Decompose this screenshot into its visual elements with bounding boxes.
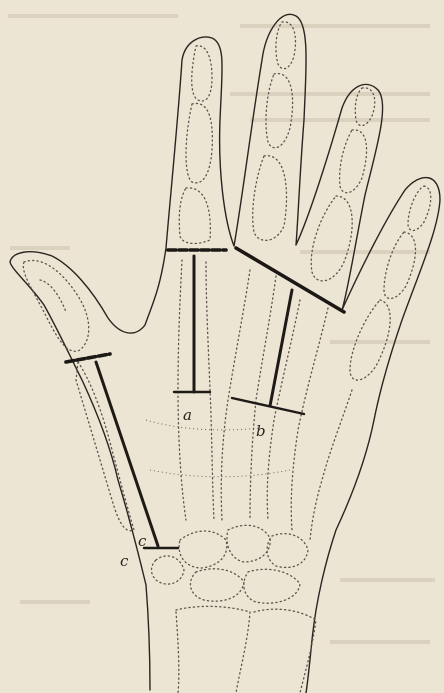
measure-line-c — [96, 362, 158, 546]
label-a: a — [183, 406, 192, 424]
label-c: c — [138, 532, 147, 550]
measurement-b: b — [232, 290, 304, 440]
tick-b — [232, 398, 304, 414]
measure-line-b — [270, 290, 292, 406]
thumb-knuckle-line — [66, 354, 110, 362]
label-c-lower: c — [120, 552, 129, 570]
measurement-c: c c — [96, 362, 178, 570]
bleed-through-text — [8, 14, 435, 644]
hand-outline — [10, 14, 440, 693]
label-b: b — [256, 422, 266, 440]
measurement-a: a — [174, 256, 210, 424]
knuckle-markers — [66, 248, 344, 362]
